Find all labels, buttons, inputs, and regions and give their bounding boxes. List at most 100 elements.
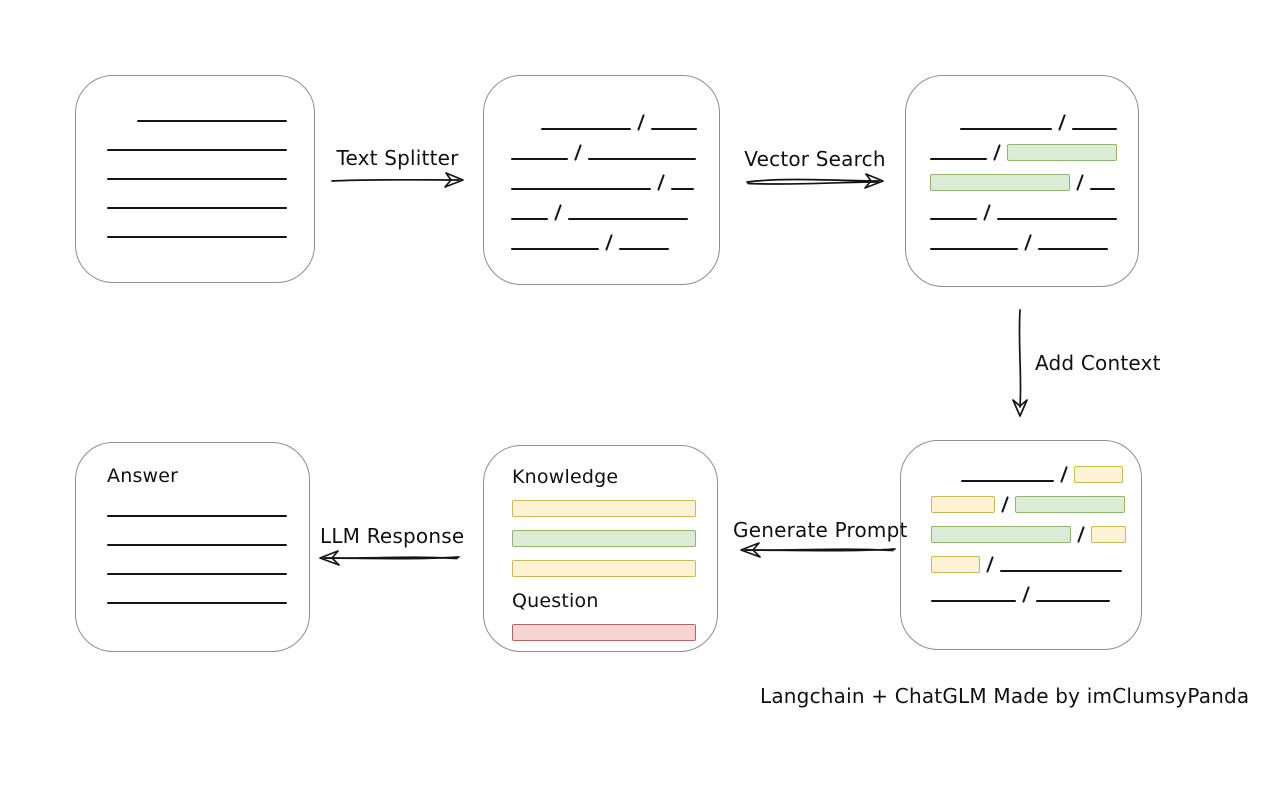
answer-box: Answer (75, 442, 310, 652)
chunk-row (930, 174, 1138, 191)
document-lines (76, 76, 314, 238)
chunk-line (511, 188, 651, 190)
chunk-line (511, 248, 599, 250)
chunk-highlight-yellow (1074, 466, 1123, 483)
chunk-line (931, 600, 1016, 602)
caption: Langchain + ChatGLM Made by imClumsyPand… (760, 684, 1250, 708)
yellow-bar (512, 560, 696, 577)
text-line (137, 120, 287, 122)
chunk-line (1072, 128, 1117, 130)
chunk-row (930, 234, 1138, 251)
chunk-row (960, 114, 1138, 131)
chunk-row (931, 496, 1141, 513)
vector-matches-rows (906, 76, 1138, 251)
slash-separator (1001, 496, 1009, 513)
llm-response-label: LLM Response (320, 524, 465, 548)
slash-separator (986, 556, 994, 573)
text-line (107, 573, 287, 575)
slash-separator (1022, 586, 1030, 603)
chunk-line (960, 128, 1052, 130)
generate-prompt-label: Generate Prompt (733, 518, 908, 542)
green-bar (512, 530, 696, 547)
slash-separator (1060, 466, 1068, 483)
knowledge-label: Knowledge (512, 466, 619, 488)
chunk-row (511, 174, 719, 191)
slash-separator (554, 204, 562, 221)
text-line (107, 207, 287, 209)
text-line (107, 544, 287, 546)
chunk-line (568, 218, 688, 220)
chunk-line (511, 218, 548, 220)
text-splitter-arrow-icon (331, 172, 464, 188)
chunk-line (1000, 570, 1122, 572)
slash-separator (993, 144, 1001, 161)
question-bars (512, 624, 717, 641)
chunk-row (931, 526, 1141, 543)
slash-separator (605, 234, 613, 251)
chunk-row (931, 586, 1141, 603)
slash-separator (1058, 114, 1066, 131)
context-box (900, 440, 1142, 650)
llm-response-arrow-icon (319, 550, 460, 566)
chunk-highlight-green (931, 526, 1071, 543)
add-context-arrow-icon (1012, 309, 1028, 417)
chunk-row (930, 144, 1138, 161)
text-splitter-label: Text Splitter (336, 146, 459, 170)
slash-separator (574, 144, 582, 161)
slash-separator (657, 174, 665, 191)
chunk-line (651, 128, 697, 130)
chunk-highlight-green (1015, 496, 1125, 513)
chunk-row (931, 556, 1141, 573)
chunk-highlight-yellow (1091, 526, 1126, 543)
chunk-line (671, 188, 694, 190)
yellow-bar (512, 500, 696, 517)
chunk-line (997, 218, 1117, 220)
answer-lines (107, 515, 309, 604)
chunk-row (541, 114, 719, 131)
chunk-row (511, 144, 719, 161)
chunk-line (1036, 600, 1110, 602)
text-line (107, 515, 287, 517)
question-label: Question (512, 590, 599, 612)
text-line (107, 178, 287, 180)
chunk-line (1090, 188, 1115, 190)
chunk-row (511, 234, 719, 251)
chunk-highlight-green (930, 174, 1070, 191)
slash-separator (1077, 526, 1085, 543)
chunk-row (930, 204, 1138, 221)
chunk-line (588, 158, 696, 160)
chunk-line (930, 248, 1018, 250)
prompt-box: Knowledge Question (483, 445, 718, 652)
chunk-highlight-green (1007, 144, 1117, 161)
text-line (107, 149, 287, 151)
knowledge-bars (512, 500, 717, 577)
chunk-line (961, 480, 1054, 482)
chunk-line (1038, 248, 1108, 250)
chunk-row (511, 204, 719, 221)
chunk-row (961, 466, 1141, 483)
chunk-line (619, 248, 669, 250)
add-context-label: Add Context (1035, 351, 1161, 375)
chunk-line (930, 218, 977, 220)
chunks-rows (484, 76, 719, 251)
chunk-line (511, 158, 568, 160)
text-line (107, 602, 287, 604)
vector-search-label: Vector Search (744, 147, 886, 171)
vector-matches-box (905, 75, 1139, 287)
answer-label: Answer (107, 465, 179, 487)
chunk-highlight-yellow (931, 496, 995, 513)
slash-separator (1024, 234, 1032, 251)
document-box (75, 75, 315, 283)
chunk-line (541, 128, 631, 130)
vector-search-arrow-icon (746, 173, 884, 189)
context-rows (901, 441, 1141, 603)
generate-prompt-arrow-icon (740, 542, 896, 558)
slash-separator (983, 204, 991, 221)
chunks-box (483, 75, 720, 285)
chunk-highlight-yellow (931, 556, 980, 573)
slash-separator (1076, 174, 1084, 191)
chunk-line (930, 158, 987, 160)
slash-separator (637, 114, 645, 131)
text-line (107, 236, 287, 238)
